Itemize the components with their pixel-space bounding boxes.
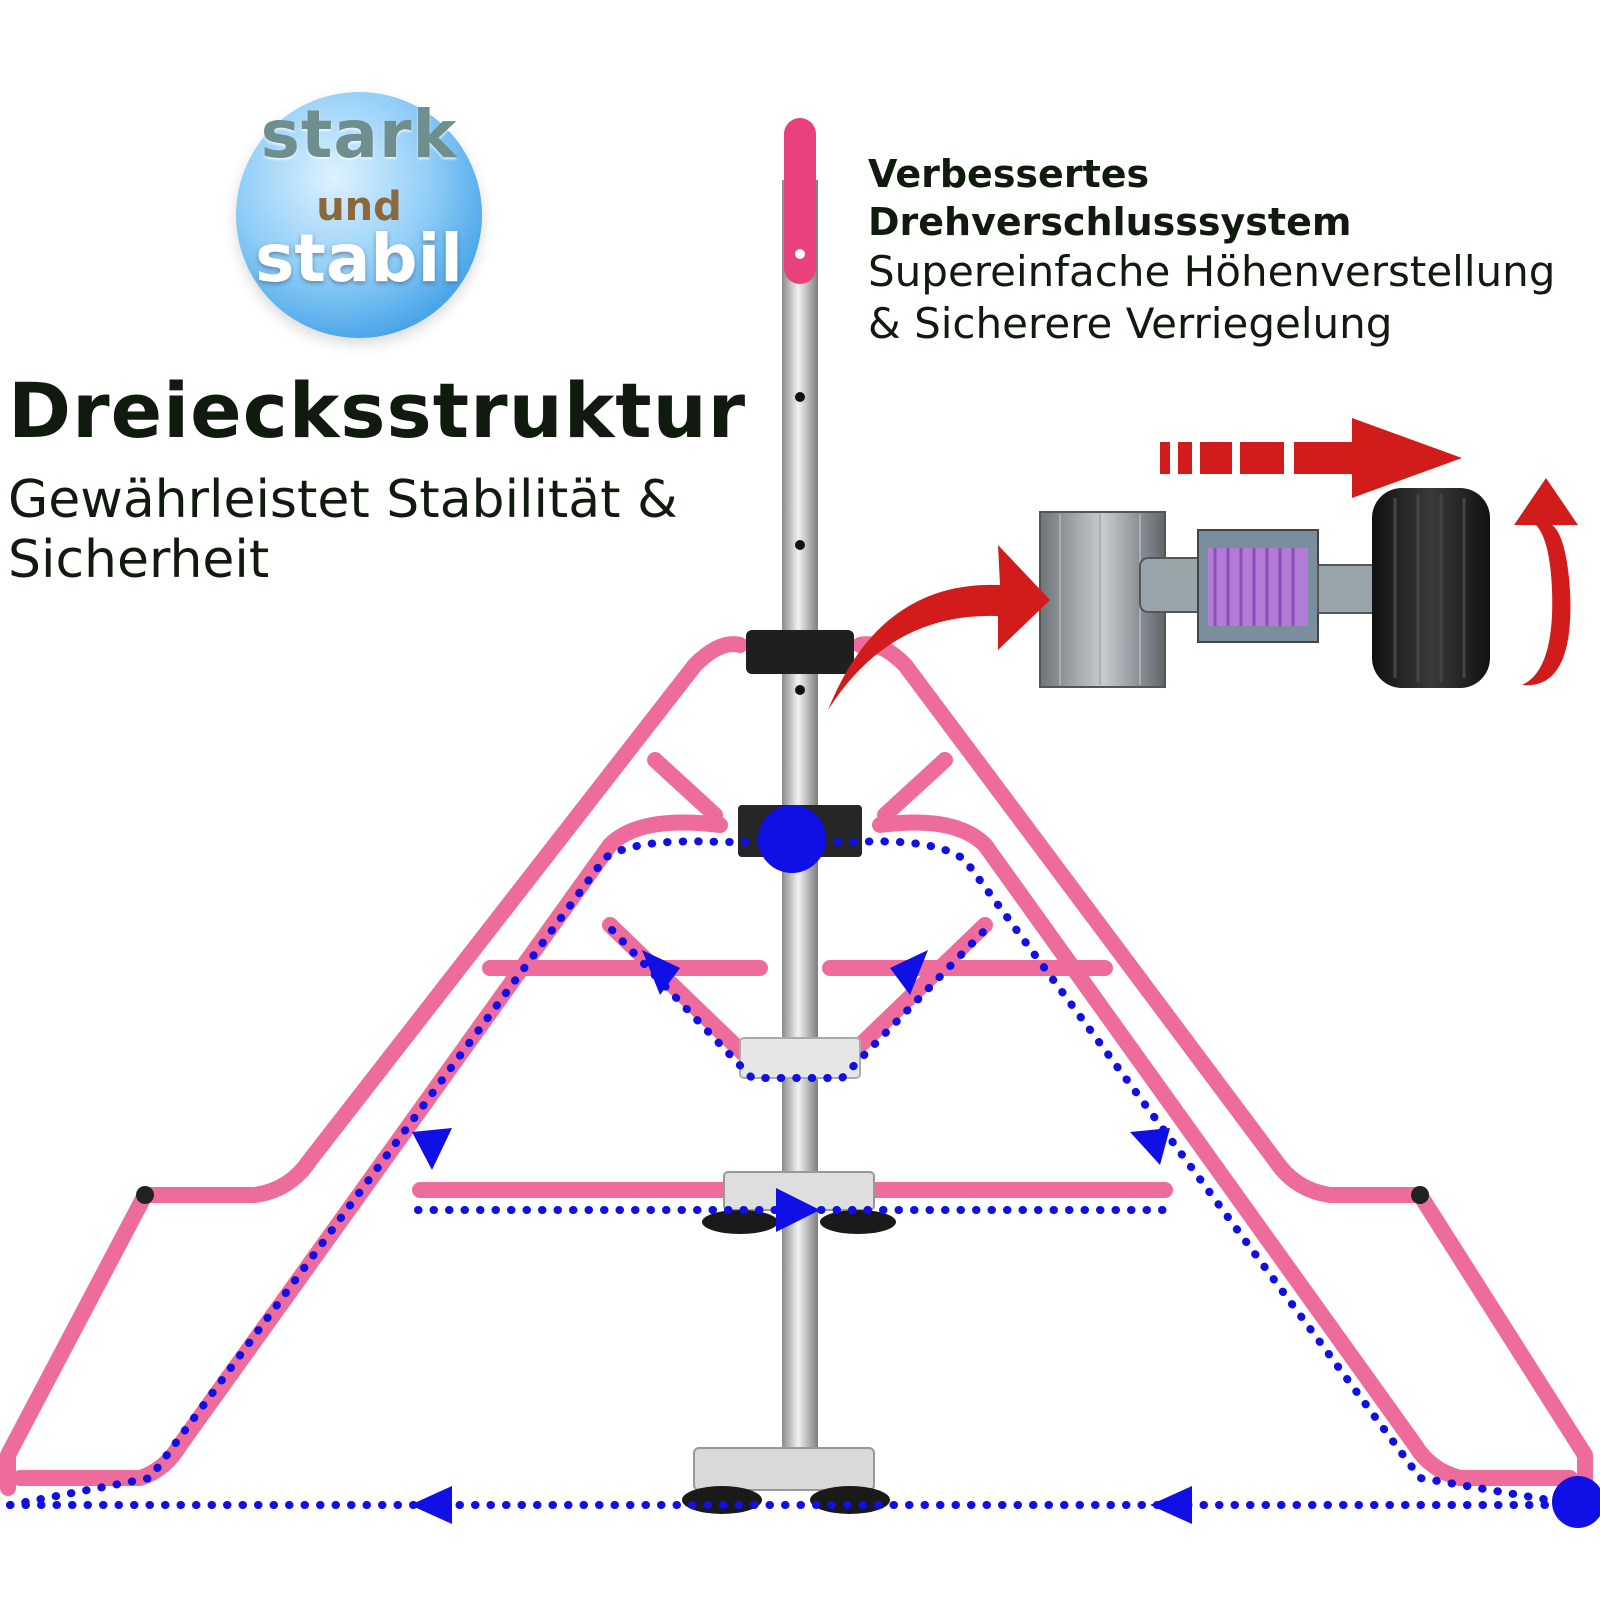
lock-system-description: Verbessertes Drehverschlusssystem Supere… bbox=[868, 150, 1588, 350]
lock-title-line-2: Drehverschlusssystem bbox=[868, 200, 1352, 244]
lock-body-line-2: & Sicherere Verriegelung bbox=[868, 299, 1393, 348]
knob-detail-diagram bbox=[1039, 488, 1490, 688]
lock-title-line-1: Verbessertes bbox=[868, 152, 1150, 196]
structure-subheading: Gewährleistet Stabilität & Sicherheit bbox=[8, 470, 678, 590]
badge-line-2: und bbox=[316, 184, 402, 230]
badge-line-1: stark bbox=[260, 96, 458, 173]
strength-badge: stark und stabil bbox=[236, 92, 482, 338]
red-arrows bbox=[828, 418, 1578, 710]
badge-line-3: stabil bbox=[255, 220, 463, 297]
outer-frame bbox=[0, 636, 1593, 1496]
structure-heading: Dreiecksstruktur bbox=[8, 366, 747, 455]
direction-arrows bbox=[410, 805, 1600, 1528]
lock-body-line-1: Supereinfache Höhenverstellung bbox=[868, 247, 1556, 296]
